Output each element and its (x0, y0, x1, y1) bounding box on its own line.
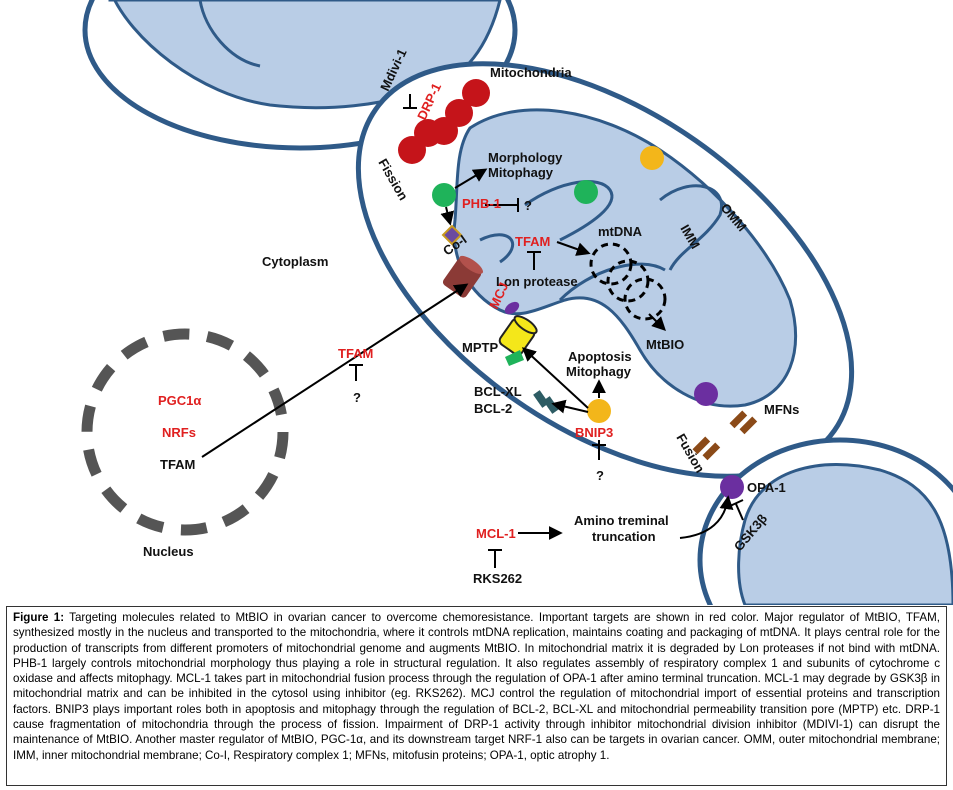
apoptosis-label: Apoptosis (568, 349, 632, 364)
nrfs-label: NRFs (162, 425, 196, 440)
drp1-complex (398, 79, 490, 164)
mtbio-diagram: Mitochondria Cytoplasm Nucleus Fission F… (81, 0, 953, 605)
truncation-label: truncation (592, 529, 656, 544)
mitophagy-label: Mitophagy (488, 165, 554, 180)
upper-mitochondrion (82, 0, 518, 151)
bclxl-label: BCL-XL (474, 384, 522, 399)
mcj-pill (504, 301, 520, 315)
mitochondria-label: Mitochondria (490, 65, 572, 80)
mptp-label: MPTP (462, 340, 498, 355)
opa1-sphere-main (694, 382, 718, 406)
co1-diamond (441, 224, 463, 246)
nucleus-label: Nucleus (143, 544, 194, 559)
caption-text: Targeting molecules related to MtBIO in … (13, 611, 940, 762)
mtdna-circles (589, 242, 667, 321)
bnip3-sphere-top (640, 146, 664, 170)
tfam-import-channel (442, 255, 483, 298)
tfam-nucleus-label: TFAM (160, 457, 195, 472)
connectors (201, 94, 744, 568)
bnip3-sphere (587, 399, 611, 423)
tfam-mito-label: TFAM (515, 234, 550, 249)
bnip3-label: BNIP3 (575, 425, 613, 440)
lon-protease-label: Lon protease (496, 274, 578, 289)
mtbio-label: MtBIO (646, 337, 684, 352)
phb1-sphere (432, 183, 456, 207)
cytoplasm-label: Cytoplasm (262, 254, 328, 269)
caption-label: Figure 1: (13, 611, 65, 624)
figure-caption: Figure 1: Targeting molecules related to… (6, 606, 947, 786)
mtdna-label: mtDNA (598, 224, 643, 239)
opa1-sphere (720, 475, 744, 499)
phb1-question: ? (524, 198, 532, 213)
mfn-proteins (692, 410, 758, 461)
opa1-label: OPA-1 (747, 480, 786, 495)
tfam-question: ? (353, 390, 361, 405)
mfns-label: MFNs (764, 402, 799, 417)
phb1-sphere-2 (574, 180, 598, 204)
pgc1a-label: PGC1α (158, 393, 201, 408)
rks262-label: RKS262 (473, 571, 522, 586)
morphology-label: Morphology (488, 150, 563, 165)
mptp-pore (498, 315, 538, 356)
mcl1-label: MCL-1 (476, 526, 516, 541)
phb1-label: PHB-1 (462, 196, 501, 211)
mitophagy2-label: Mitophagy (566, 364, 632, 379)
tfam-cyto-label: TFAM (338, 346, 373, 361)
bnip3-question: ? (596, 468, 604, 483)
lower-mitochondrion (697, 437, 953, 605)
mptp-anchor (505, 350, 524, 366)
bcl2-label: BCL-2 (474, 401, 512, 416)
nucleus-envelope (81, 328, 289, 536)
amino-terminal-label: Amino treminal (574, 513, 669, 528)
